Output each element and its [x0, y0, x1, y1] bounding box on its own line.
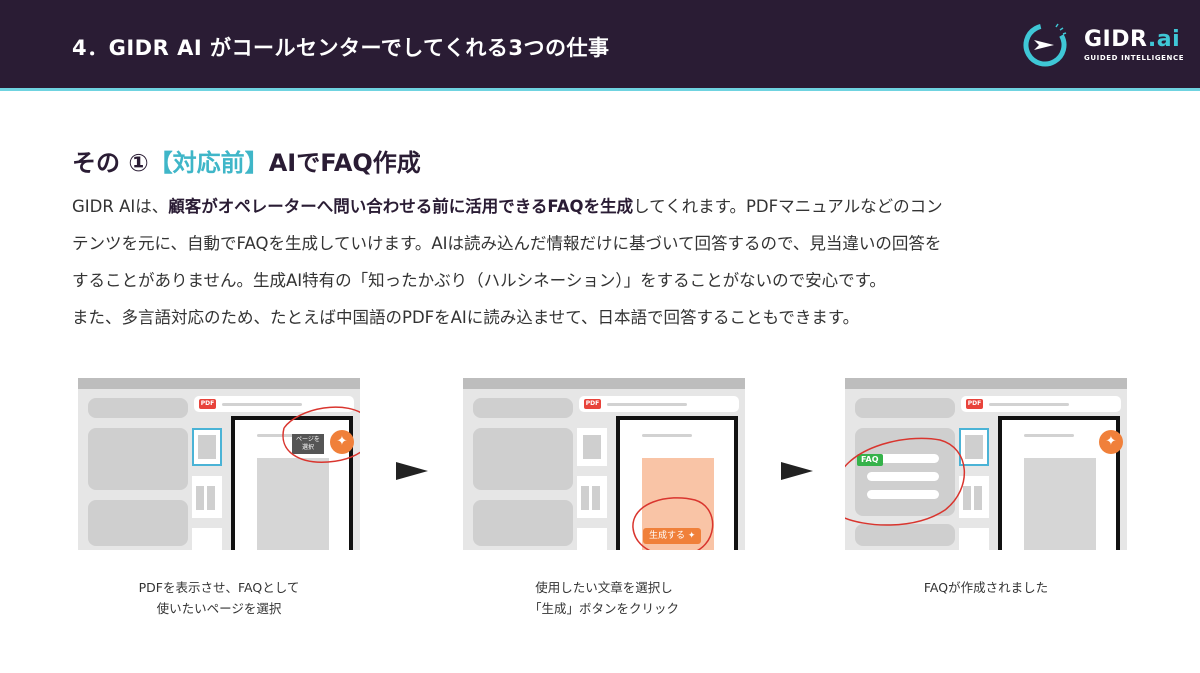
page-thumbnail-selected[interactable] [959, 428, 989, 466]
body-line-4: また、多言語対応のため、たとえば中国語のPDFをAIに読み込ませて、日本語で回答… [72, 308, 860, 327]
step-1-caption: PDFを表示させ、FAQとして 使いたいページを選択 [138, 580, 300, 616]
section-title-accent: 【対応前】 [148, 149, 269, 177]
step-1-illustration: PDF ページを選択 ✦ [78, 378, 360, 550]
page-thumbnail[interactable] [577, 528, 607, 550]
page-thumbnail[interactable] [192, 528, 222, 550]
highlight-circle [845, 437, 966, 526]
page-thumbnail[interactable] [959, 528, 989, 550]
generate-button[interactable]: 生成する ✦ [643, 528, 702, 544]
sidebar-block [473, 428, 573, 490]
file-name-line [607, 403, 687, 406]
faq-card [855, 428, 955, 516]
window-topbar [463, 378, 745, 389]
page-thumbnail-selected[interactable] [192, 428, 222, 466]
sidebar-block [88, 398, 188, 418]
window-topbar [78, 378, 360, 389]
step-3-illustration: FAQ PDF ✦ [845, 378, 1127, 550]
logo-name: GIDR.ai [1084, 27, 1181, 52]
sparkle-icon[interactable]: ✦ [1099, 430, 1123, 454]
body-line-1: GIDR AIは、顧客がオペレーターへ問い合わせる前に活用できるFAQを生成して… [72, 197, 943, 216]
logo-mark-icon [1023, 23, 1067, 67]
arrow-right-icon [396, 462, 428, 480]
pdf-badge: PDF [966, 399, 983, 409]
header-bar: 4．GIDR AI がコールセンターでしてくれる3つの仕事 GIDR.ai GU… [0, 0, 1200, 88]
body-line-3: することがありません。生成AI特有の「知ったかぶり（ハルシネーション）」をするこ… [72, 271, 886, 290]
sidebar-block [473, 398, 573, 418]
select-page-tooltip: ページを選択 [292, 434, 324, 454]
step-2-illustration: PDF 生成する ✦ [463, 378, 745, 550]
pdf-badge: PDF [199, 399, 216, 409]
section-title: その ①【対応前】AIでFAQ作成 [72, 149, 421, 177]
page-thumbnail[interactable] [192, 476, 222, 518]
sidebar-block [855, 524, 955, 546]
sidebar-block [473, 500, 573, 546]
pdf-badge: PDF [584, 399, 601, 409]
step-3-caption: FAQが作成されました [923, 580, 1049, 595]
page-thumbnail[interactable] [959, 476, 989, 518]
page-thumbnail[interactable] [577, 428, 607, 466]
sidebar-block [88, 500, 188, 546]
window-topbar [845, 378, 1127, 389]
page-thumbnail[interactable] [577, 476, 607, 518]
sidebar-block [855, 398, 955, 418]
faq-badge: FAQ [857, 454, 883, 466]
logo-tagline: GUIDED INTELLIGENCE [1084, 54, 1185, 62]
step-2-caption: 使用したい文章を選択し 「生成」ボタンをクリック [528, 580, 679, 616]
sidebar-block [88, 428, 188, 490]
gidr-logo: GIDR.ai GUIDED INTELLIGENCE [1022, 22, 1185, 70]
body-paragraph: GIDR AIは、顧客がオペレーターへ問い合わせる前に活用できるFAQを生成して… [72, 188, 1152, 336]
file-name-line [989, 403, 1069, 406]
sparkle-icon[interactable]: ✦ [330, 430, 354, 454]
arrow-right-icon [781, 462, 813, 480]
body-line-2: テンツを元に、自動でFAQを生成していけます。AIは読み込んだ情報だけに基づいて… [72, 234, 942, 253]
header-title: 4．GIDR AI がコールセンターでしてくれる3つの仕事 [72, 36, 610, 60]
highlight-circle [632, 497, 714, 550]
highlight-circle [282, 406, 360, 463]
file-name-line [222, 403, 302, 406]
header-divider [0, 88, 1200, 91]
